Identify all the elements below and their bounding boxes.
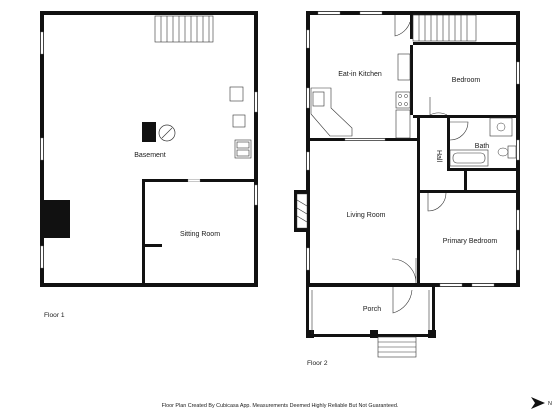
room-label-bath: Bath [475, 143, 490, 150]
front-door-swing [391, 258, 417, 284]
f2-window-left-3 [306, 151, 310, 171]
f1-window-left-2 [40, 137, 44, 161]
f2-window-bottom-2 [471, 283, 495, 287]
porch [306, 287, 436, 338]
compass-icon: N [531, 397, 552, 409]
bathtub [449, 149, 489, 167]
f2-wall-top [306, 11, 520, 15]
f2-window-left-1 [306, 29, 310, 49]
sitting-room-wall-left [142, 179, 145, 283]
f2-window-top-2 [359, 11, 383, 15]
sitting-room-opening [187, 179, 201, 182]
kitchen-counter-right [395, 109, 411, 139]
floor-1-label: Floor 1 [44, 312, 65, 319]
wall-bedroom-top [413, 42, 516, 45]
wall-primary-top [420, 190, 516, 193]
f2-window-right-4 [516, 249, 520, 271]
porch-steps [377, 336, 417, 358]
f1-wall-bottom [40, 283, 258, 287]
f1-window-left-3 [40, 245, 44, 269]
kitchen-counter [310, 87, 353, 137]
f2-window-left-2 [306, 87, 310, 109]
f2-window-left-4 [306, 247, 310, 271]
bath-door-swing [449, 121, 469, 141]
f1-chimney [44, 200, 70, 238]
room-label-basement: Basement [134, 152, 166, 159]
refrigerator [397, 53, 411, 81]
sitting-room-wall-top-b [200, 179, 254, 182]
kitchen-living-opening [344, 138, 386, 141]
wall-kitchen-bedroom [410, 45, 413, 115]
water-heater [158, 124, 176, 142]
sitting-room-wall-stub [142, 244, 162, 247]
f2-window-bottom-1 [439, 283, 463, 287]
floor-2-label: Floor 2 [307, 360, 328, 367]
f1-wall-right [254, 11, 258, 287]
wall-kitchen-bedroom-upper [410, 15, 413, 39]
floor-1-plan: Basement Sitting Room [40, 11, 258, 287]
room-label-primary-bedroom: Primary Bedroom [443, 238, 498, 245]
room-label-hall: Hall [435, 150, 442, 163]
porch-door-swing [392, 287, 413, 314]
stove [395, 91, 411, 109]
f1-window-right-1 [254, 91, 258, 113]
f2-window-right-2 [516, 139, 520, 161]
fireplace [294, 190, 310, 232]
f1-window-left-1 [40, 31, 44, 55]
wall-bedroom-bottom [413, 115, 516, 118]
f1-wall-top [40, 11, 258, 15]
bedroom-door-swing [429, 97, 448, 116]
f2-wall-bottom [306, 283, 520, 287]
room-label-bedroom: Bedroom [452, 77, 481, 84]
room-label-porch: Porch [363, 306, 381, 313]
wall-closet [464, 171, 467, 190]
f1-fixture-box-2 [232, 114, 246, 128]
room-label-eat-in-kitchen: Eat-in Kitchen [338, 71, 382, 78]
laundry-sink [234, 139, 252, 159]
toilet [497, 145, 517, 159]
f1-window-right-2 [254, 184, 258, 206]
floor-2-plan: Eat-in Kitchen Bedroom Bath Hall Living … [294, 11, 520, 358]
wall-hall-left [417, 118, 420, 283]
f2-window-right-1 [516, 61, 520, 85]
f2-stairs [412, 14, 477, 42]
compass-label: N [548, 401, 552, 407]
bath-sink [489, 117, 513, 137]
wall-bath-bottom [447, 168, 516, 171]
porch-wall-right [432, 287, 435, 333]
f2-window-top-1 [317, 11, 341, 15]
f2-window-right-3 [516, 209, 520, 231]
f1-stairs [154, 15, 214, 43]
f2-wall-left [306, 11, 310, 287]
kitchen-door-swing [394, 15, 411, 37]
wall-bath-left [447, 118, 450, 170]
f1-fixture-box-1 [229, 86, 244, 102]
room-label-living-room: Living Room [347, 212, 386, 219]
porch-wall-left [306, 287, 309, 333]
furnace [142, 122, 156, 142]
primary-door-swing [427, 192, 447, 212]
footer-disclaimer: Floor Plan Created By Cubicasa App. Meas… [162, 403, 399, 409]
room-label-sitting-room: Sitting Room [180, 231, 220, 238]
sitting-room-wall-top-a [142, 179, 188, 182]
